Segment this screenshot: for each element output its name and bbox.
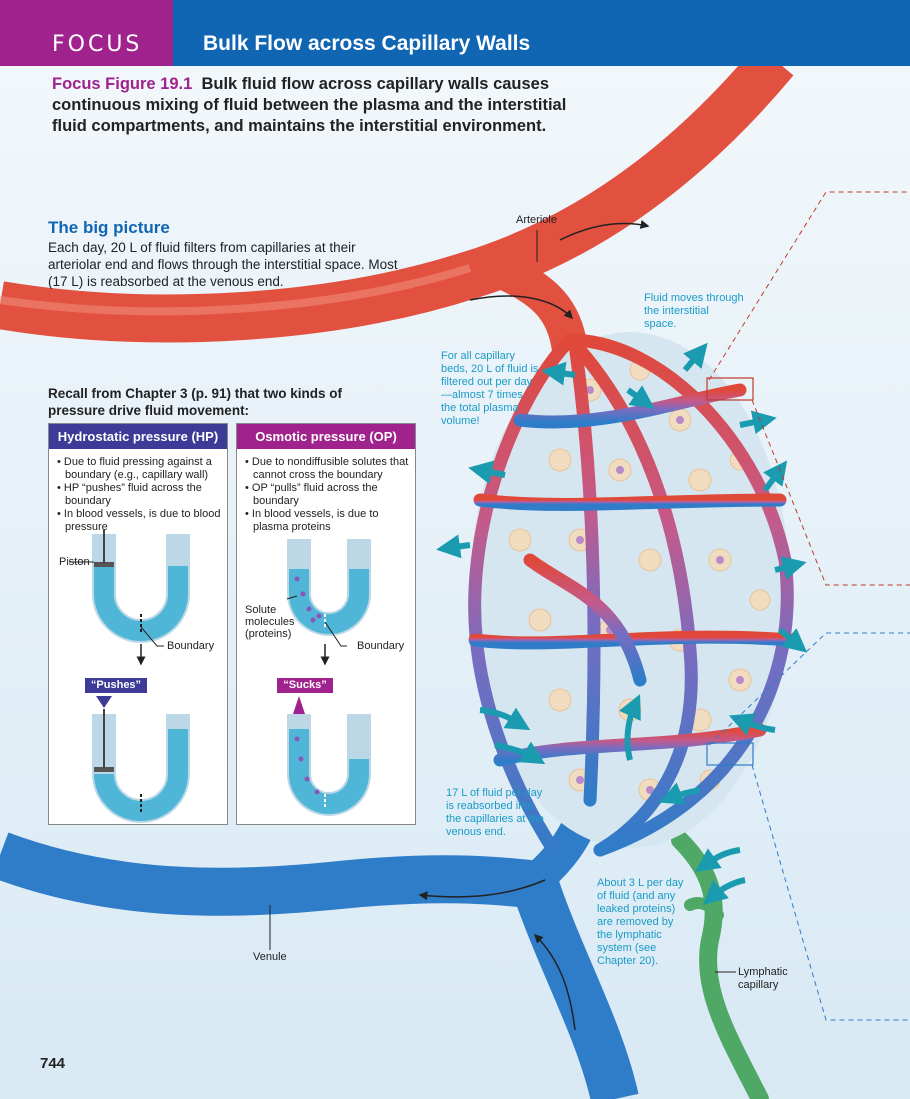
venule-label: Venule (253, 951, 287, 963)
u-tube-icon (286, 539, 371, 666)
op-bullet: • Due to nondiffusible solutes that cann… (245, 456, 409, 481)
figure-label: Focus Figure 19.1 (52, 75, 193, 93)
u-tube-pushed-icon (92, 696, 190, 823)
big-picture-text: Each day, 20 L of fluid filters from cap… (48, 240, 398, 289)
arteriole (0, 44, 794, 343)
op-bullet: • OP “pulls” fluid across the boundary (245, 482, 378, 507)
note-fluid-moves: Fluid moves through the interstitial spa… (644, 292, 744, 330)
sucks-tag: “Sucks” (277, 678, 333, 693)
big-picture-title: The big picture (48, 218, 170, 237)
zoom-box-arterial (706, 377, 754, 401)
lymphatic-label: Lymphatic capillary (738, 966, 788, 991)
hp-u-tube-diagrams (69, 529, 190, 823)
figure-caption: Focus Figure 19.1 Bulk fluid flow across… (52, 74, 572, 137)
page-title: Bulk Flow across Capillary Walls (173, 0, 910, 66)
zoom-box-venous (706, 742, 754, 766)
venule (0, 832, 543, 916)
page-number: 744 (40, 1055, 66, 1072)
op-u-tube-diagrams (286, 539, 371, 816)
solute-label: Solute molecules (proteins) (245, 604, 295, 640)
note-reabsorbed: 17 L of fluid per day is reabsorbed into… (446, 787, 544, 838)
u-tube-sucked-icon (287, 696, 371, 816)
recall-text: Recall from Chapter 3 (p. 91) that two k… (48, 386, 343, 418)
op-bullet: • In blood vessels, is due to plasma pro… (245, 508, 379, 533)
u-tube-icon (69, 529, 190, 666)
piston-label: Piston (59, 556, 90, 568)
hp-title: Hydrostatic pressure (HP) (49, 424, 227, 449)
note-lymph: About 3 L per day of fluid (and any leak… (597, 877, 684, 967)
boundary-label: Boundary (357, 640, 405, 652)
op-title: Osmotic pressure (OP) (237, 424, 415, 449)
focus-label: FOCUS (0, 0, 173, 66)
hp-panel: Hydrostatic pressure (HP) • Due to fluid… (48, 423, 228, 825)
caption-text: Bulk fluid flow across capillary walls c… (52, 75, 567, 135)
hp-bullet: • HP “pushes” fluid across the boundary (57, 482, 202, 507)
hp-bullet: • Due to fluid pressing against a bounda… (57, 456, 212, 481)
arteriole-label: Arteriole (516, 214, 557, 226)
op-panel: Osmotic pressure (OP) • Due to nondiffus… (236, 423, 416, 825)
hp-bullet: • In blood vessels, is due to blood pres… (57, 508, 221, 533)
pushes-tag: “Pushes” (85, 678, 147, 693)
boundary-label: Boundary (167, 640, 215, 652)
note-filtered: For all capillary beds, 20 L of fluid is… (441, 350, 539, 427)
